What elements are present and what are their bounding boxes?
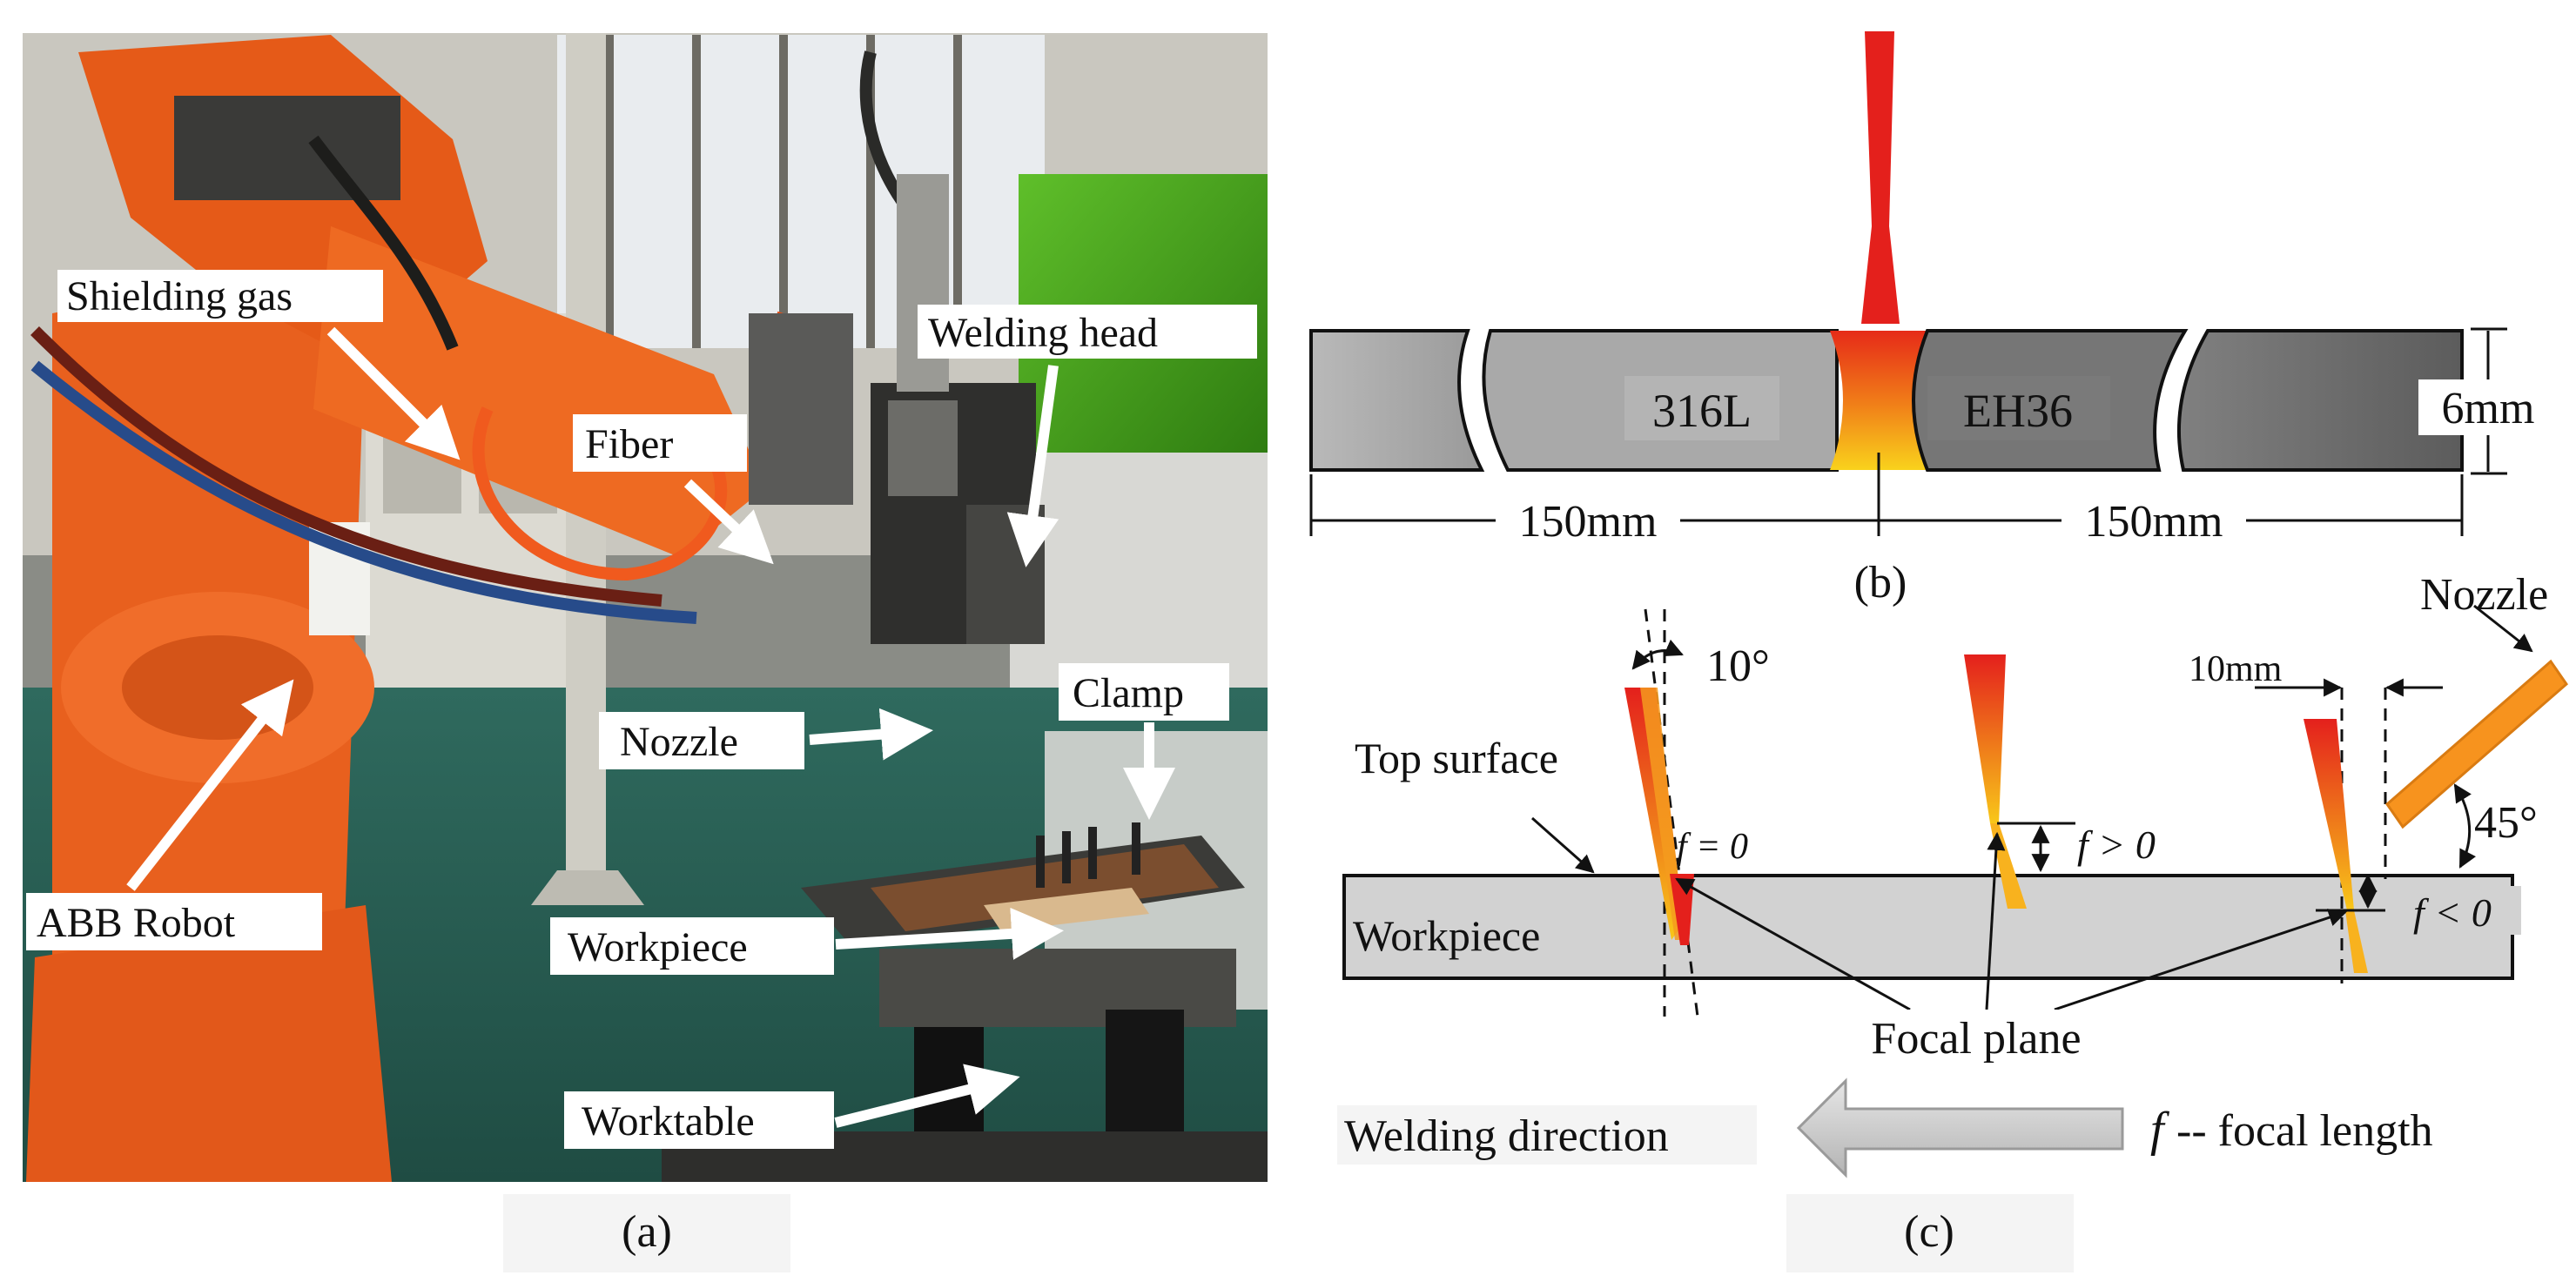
label-shielding-gas: Shielding gas — [57, 270, 383, 322]
svg-text:(b): (b) — [1854, 558, 1907, 607]
label-welding-head: Welding head — [918, 305, 1257, 359]
label-width-left: 150mm — [1496, 493, 1680, 548]
label-tilt-angle: 10° — [1699, 637, 1795, 693]
svg-text:EH36: EH36 — [1963, 385, 2073, 437]
label-f-positive: f > 0 — [2077, 822, 2156, 867]
svg-text:Shielding gas: Shielding gas — [66, 273, 293, 319]
label-nozzle-c: Nozzle — [2420, 570, 2548, 620]
label-focal-plane: Focal plane — [1828, 1010, 2124, 1067]
label-clamp: Clamp — [1059, 663, 1229, 721]
svg-text:45°: 45° — [2474, 798, 2538, 848]
svg-text:6mm: 6mm — [2442, 384, 2535, 433]
svg-text:Welding direction: Welding direction — [1344, 1111, 1669, 1161]
svg-text:150mm: 150mm — [1519, 497, 1658, 547]
svg-text:150mm: 150mm — [2085, 497, 2223, 547]
label-abb-robot: ABB Robot — [26, 893, 322, 950]
laser-beam-b — [1861, 31, 1900, 324]
panel-c-diagram — [1342, 604, 2568, 1178]
weld-pool — [1830, 331, 1927, 470]
svg-text:f < 0: f < 0 — [2413, 890, 2492, 935]
caption-b: (b) — [1854, 558, 1907, 607]
label-worktable: Worktable — [564, 1091, 834, 1149]
label-top-surface: Top surface — [1344, 729, 1623, 787]
label-fiber: Fiber — [573, 414, 747, 472]
nozzle-c — [2385, 659, 2568, 829]
label-thickness: 6mm — [2418, 379, 2558, 435]
svg-text:Top surface: Top surface — [1355, 734, 1558, 782]
svg-text:Nozzle: Nozzle — [620, 719, 738, 765]
svg-text:ABB Robot: ABB Robot — [37, 900, 236, 946]
label-offset: 10mm — [2189, 649, 2283, 689]
svg-text:f: f — [2150, 1103, 2170, 1157]
label-f-zero: f = 0 — [1677, 827, 1748, 867]
label-eh36: EH36 — [1927, 376, 2110, 440]
label-316l: 316L — [1624, 376, 1779, 440]
svg-text:-- focal length: -- focal length — [2176, 1106, 2433, 1156]
svg-text:Clamp: Clamp — [1073, 670, 1184, 716]
svg-text:Fiber: Fiber — [585, 421, 673, 467]
label-width-right: 150mm — [2061, 493, 2246, 548]
panel-a-arrows — [126, 326, 1175, 1128]
caption-c: (c) — [1786, 1194, 2074, 1272]
svg-text:(a): (a) — [622, 1207, 672, 1257]
svg-text:Focal plane: Focal plane — [1871, 1014, 2081, 1064]
caption-a: (a) — [503, 1194, 790, 1272]
label-welding-direction: Welding direction — [1337, 1105, 1757, 1165]
svg-text:Workpiece: Workpiece — [568, 924, 748, 970]
svg-text:10mm: 10mm — [2189, 649, 2283, 689]
svg-text:316L: 316L — [1652, 385, 1752, 437]
svg-text:Worktable: Worktable — [582, 1098, 755, 1144]
svg-text:Workpiece: Workpiece — [1353, 911, 1540, 960]
label-nozzle-angle: 45° — [2474, 798, 2538, 848]
label-workpiece-c: Workpiece — [1353, 911, 1540, 960]
svg-text:(c): (c) — [1904, 1207, 1954, 1257]
legend-focal-length: f -- focal length — [2150, 1103, 2433, 1157]
svg-text:f = 0: f = 0 — [1677, 827, 1748, 867]
svg-text:10°: 10° — [1706, 641, 1770, 691]
panel-b-diagram — [1309, 31, 2507, 536]
svg-text:Nozzle: Nozzle — [2420, 570, 2548, 620]
label-nozzle-a: Nozzle — [599, 712, 804, 769]
svg-text:Welding head: Welding head — [928, 310, 1158, 356]
panel-a-photo — [23, 33, 1268, 1182]
workpiece-plate — [1342, 874, 2514, 980]
label-f-negative: f < 0 — [2408, 886, 2521, 935]
svg-text:f > 0: f > 0 — [2077, 822, 2156, 867]
label-workpiece-a: Workpiece — [550, 917, 834, 975]
welding-direction-arrow — [1796, 1077, 2124, 1178]
